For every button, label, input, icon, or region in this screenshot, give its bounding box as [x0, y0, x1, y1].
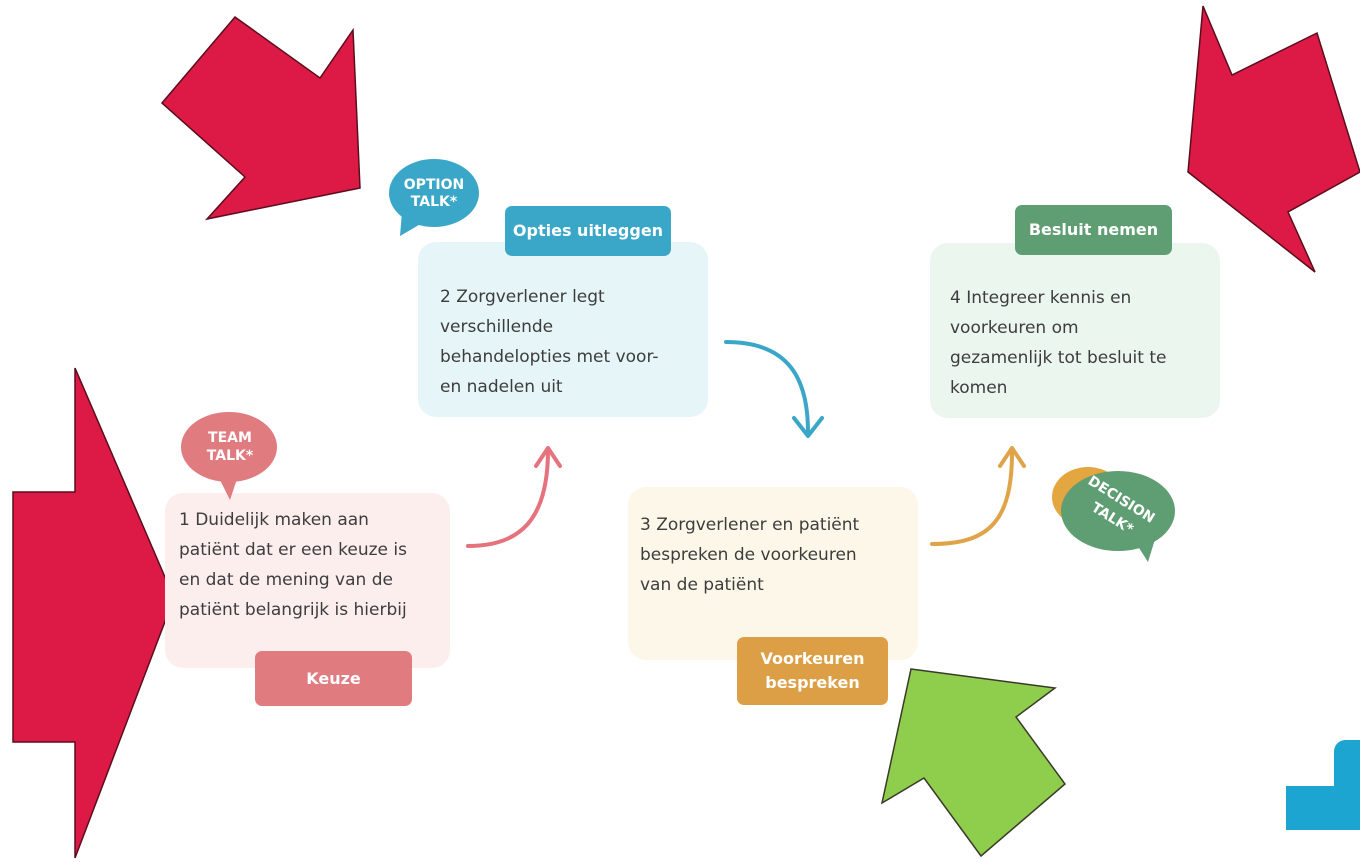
voorkeuren-label-line-1: Voorkeuren — [760, 649, 865, 668]
decision-talk-bubble: DECISION TALK* — [1052, 467, 1175, 562]
step-2-line-3: behandelopties met voor- — [440, 347, 659, 367]
voorkeuren-label-line-2: bespreken — [765, 673, 860, 692]
step-1-line-1: 1 Duidelijk maken aan — [179, 510, 369, 530]
red-arrow-top-left-icon — [160, 15, 361, 221]
step-1-line-2: patiënt dat er een keuze is — [179, 540, 407, 560]
step-3-line-3: van de patiënt — [640, 575, 764, 595]
step-4-line-4: komen — [950, 378, 1008, 398]
step-2-line-4: en nadelen uit — [440, 377, 563, 397]
opties-uitleggen-label: Opties uitleggen — [505, 206, 671, 256]
keuze-label: Keuze — [255, 651, 412, 706]
team-talk-line-2: TALK* — [207, 448, 254, 464]
connector-1-2-icon — [466, 448, 550, 548]
option-talk-line-2: TALK* — [411, 194, 458, 210]
team-talk-bubble: TEAM TALK* — [181, 412, 277, 500]
connector-3-4-icon — [930, 450, 1014, 546]
besluit-nemen-label: Besluit nemen — [1015, 205, 1172, 255]
step-1-line-3: en dat de mening van de — [179, 570, 393, 590]
step-4-line-2: voorkeuren om — [950, 318, 1079, 338]
connector-2-3-icon — [724, 340, 810, 434]
option-talk-bubble: OPTION TALK* — [389, 159, 479, 236]
step-4-line-1: 4 Integreer kennis en — [950, 288, 1132, 308]
step-3-line-2: bespreken de voorkeuren — [640, 545, 857, 565]
voorkeuren-bespreken-label: Voorkeuren bespreken — [737, 637, 888, 705]
step-2-line-2: verschillende — [440, 317, 554, 337]
step-4-line-3: gezamenlijk tot besluit te — [950, 348, 1167, 368]
red-arrow-left-icon — [12, 367, 175, 859]
step-3-line-1: 3 Zorgverlener en patiënt — [640, 515, 860, 535]
step-3-card: 3 Zorgverlener en patiënt bespreken de v… — [628, 487, 918, 660]
team-talk-line-1: TEAM — [208, 430, 252, 446]
step-2-card: 2 Zorgverlener legt verschillende behand… — [418, 242, 708, 417]
corner-logo-icon — [1286, 740, 1360, 830]
green-arrow-bottom-icon — [880, 668, 1067, 858]
step-2-line-1: 2 Zorgverlener legt — [440, 287, 605, 307]
option-talk-line-1: OPTION — [404, 177, 465, 193]
red-arrow-top-right-icon — [1187, 5, 1360, 273]
step-1-card: 1 Duidelijk maken aan patiënt dat er een… — [165, 493, 450, 668]
step-4-card: 4 Integreer kennis en voorkeuren om geza… — [930, 243, 1220, 418]
step-1-line-4: patiënt belangrijk is hierbij — [179, 600, 407, 620]
